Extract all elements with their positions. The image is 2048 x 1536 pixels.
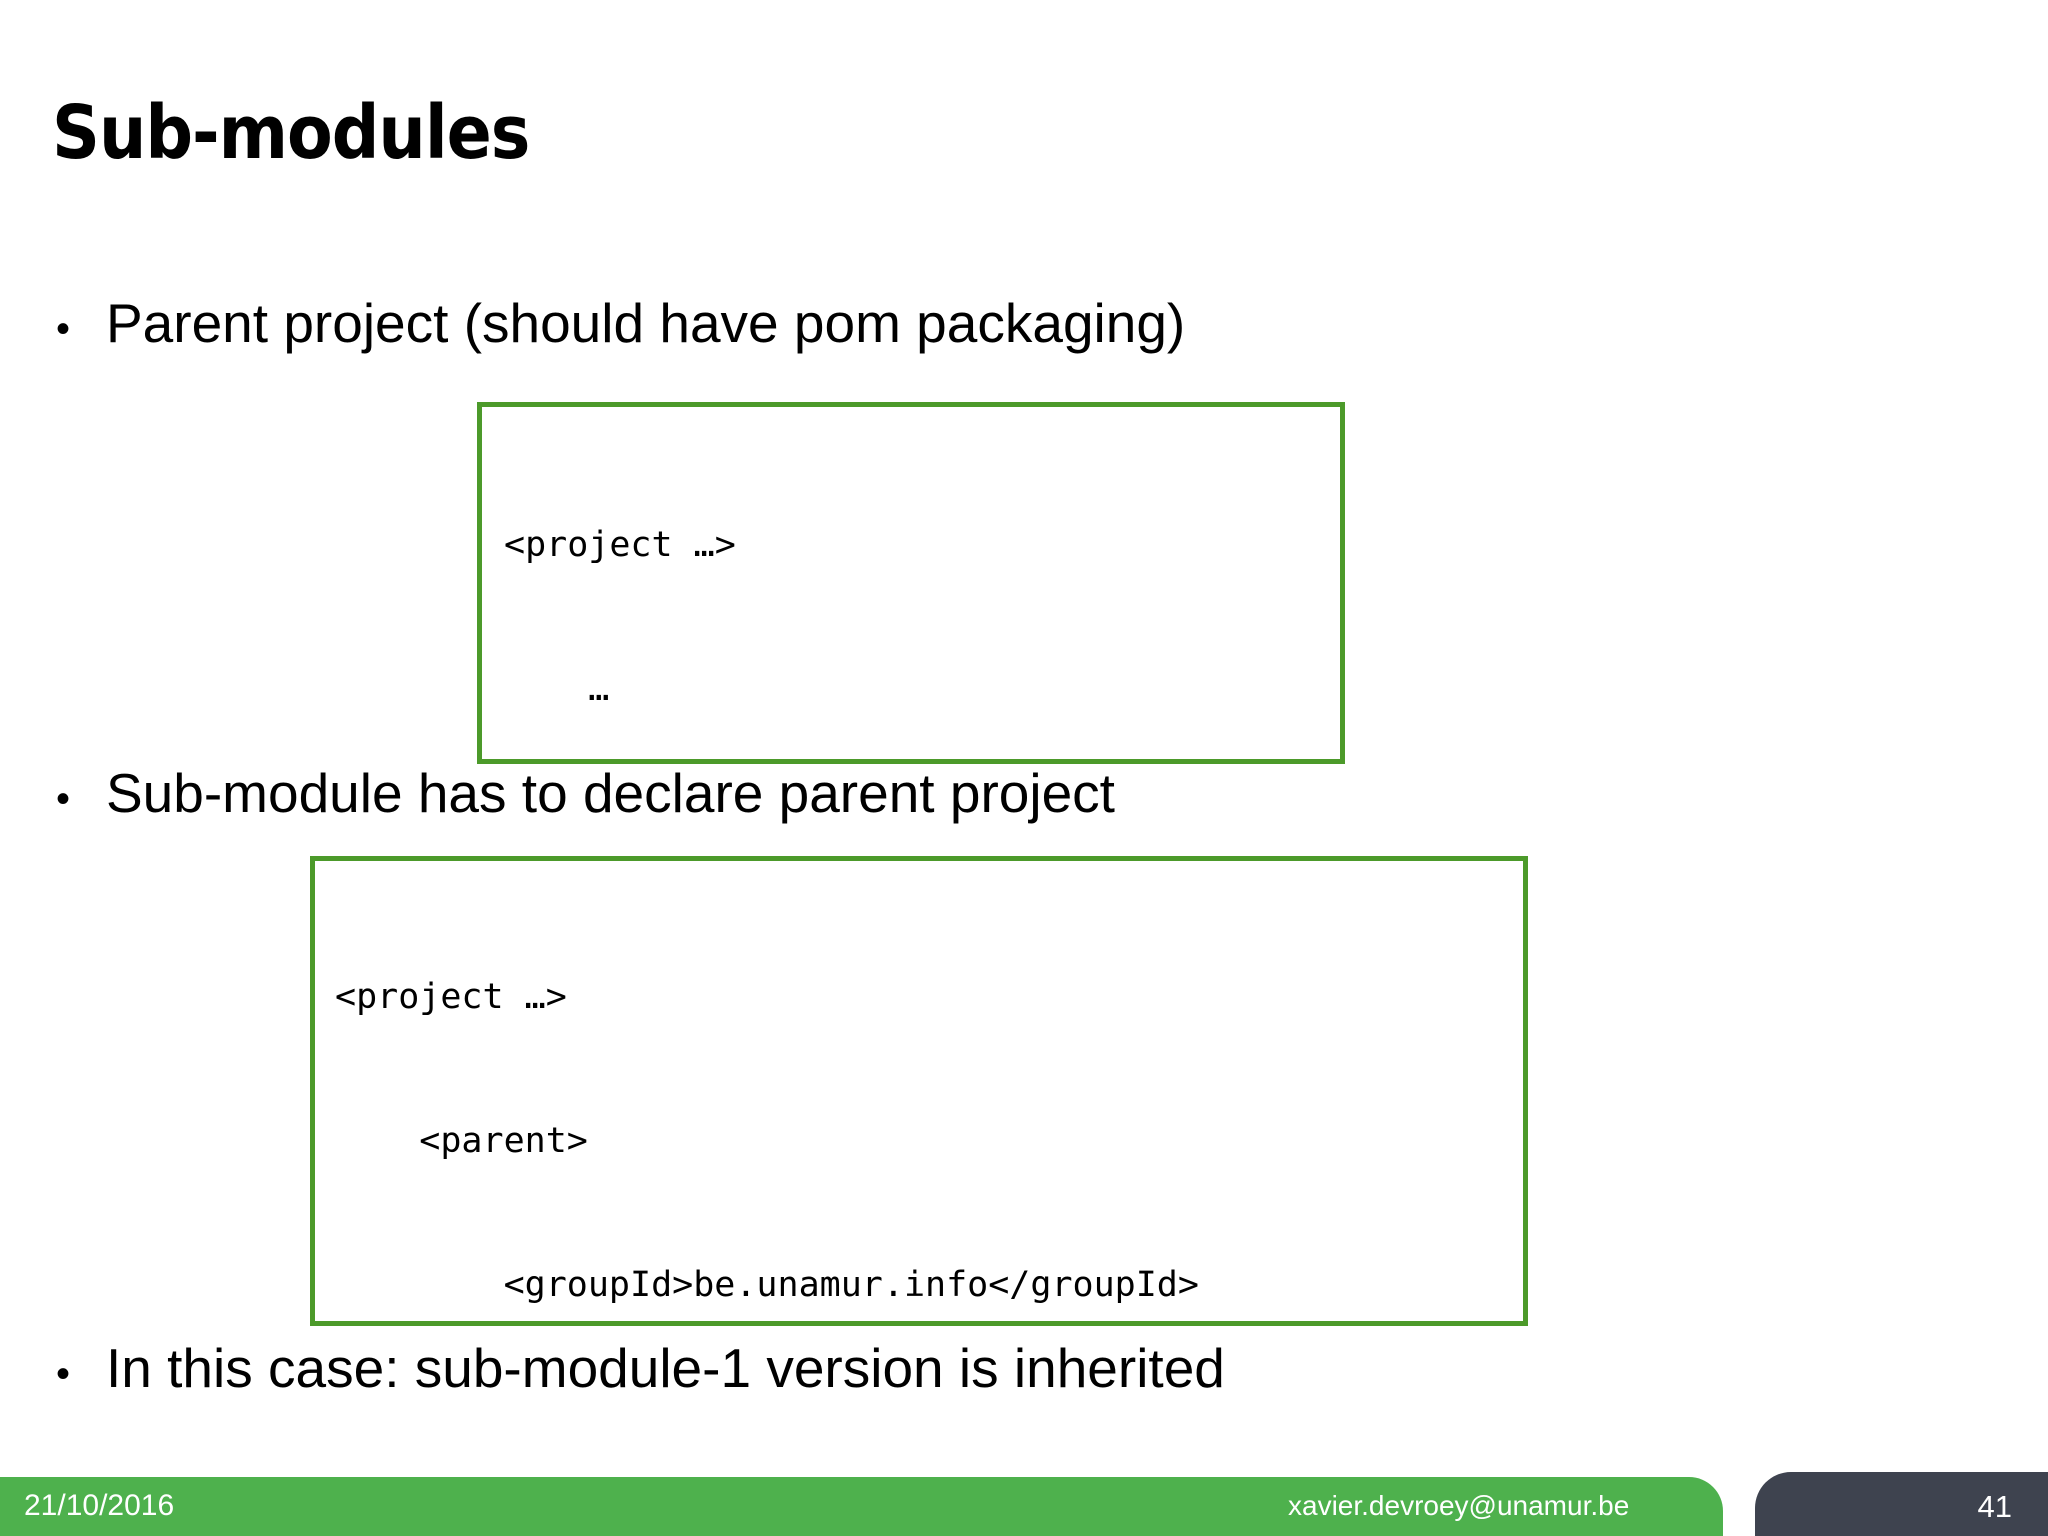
bullet-label-2: Sub-module has to declare parent project — [106, 762, 1115, 824]
footer-bar — [0, 1477, 1723, 1536]
code-line: <parent> — [335, 1121, 588, 1161]
bullet-item-2: • Sub-module has to declare parent proje… — [44, 762, 1115, 824]
page-title: Sub-modules — [52, 90, 530, 176]
page-number: 41 — [1977, 1489, 2012, 1524]
footer-date: 21/10/2016 — [24, 1489, 175, 1522]
bullet-label-3: In this case: sub-module-1 version is in… — [106, 1337, 1225, 1399]
bullet-dot-icon: • — [56, 777, 71, 821]
bullet-dot-icon: • — [56, 1352, 71, 1396]
code-block-sub-module-pom: <project …> <parent> <groupId>be.unamur.… — [310, 856, 1528, 1326]
code-line: <project …> — [504, 525, 736, 565]
code-line: <project …> — [335, 977, 567, 1017]
code-line: <groupId>be.unamur.info</groupId> — [335, 1265, 1199, 1305]
page-number-box — [1755, 1472, 2048, 1536]
code-line: … — [504, 669, 610, 709]
bullet-item-3: • In this case: sub-module-1 version is … — [44, 1337, 1225, 1399]
bullet-label-1: Parent project (should have pom packagin… — [106, 292, 1186, 354]
bullet-dot-icon: • — [56, 307, 71, 351]
footer-email: xavier.devroey@unamur.be — [1288, 1490, 1630, 1521]
bullet-item-1: • Parent project (should have pom packag… — [44, 292, 1186, 354]
code-block-parent-pom: <project …> … <packaging>pom</packaging>… — [477, 402, 1345, 764]
